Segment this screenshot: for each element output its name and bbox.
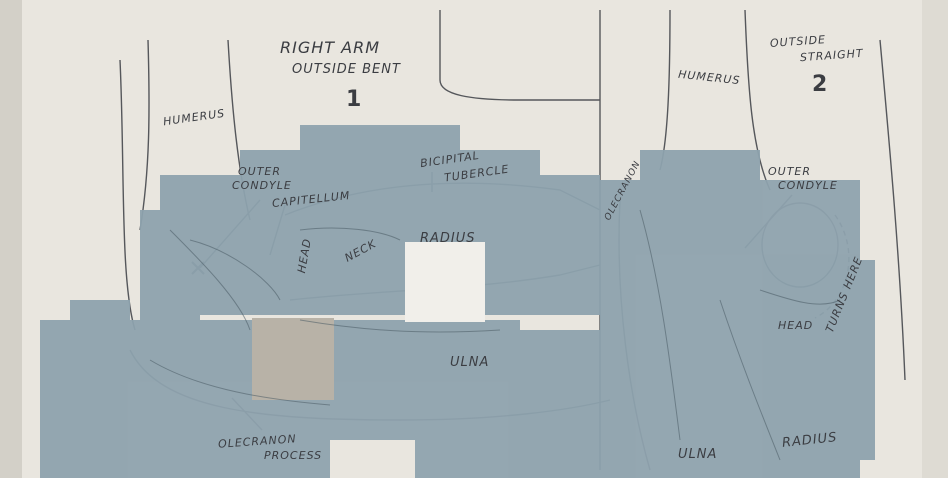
overlay-gap-bottom [330, 440, 415, 478]
page-shadow-left [0, 0, 22, 478]
overlay-block-middle [160, 175, 600, 315]
overlay-gap-white [405, 242, 485, 322]
overlay-gap-tan [252, 318, 334, 400]
overlay-step-5 [640, 150, 760, 190]
label-head-2: HEAD [778, 320, 813, 332]
figure1-title-line2: OUTSIDE BENT [292, 63, 401, 77]
figure2-number: 2 [812, 73, 827, 96]
overlay-step-1 [70, 300, 130, 340]
figure1-number: 1 [346, 88, 361, 111]
label-outer-condyle-1-line1: OUTER [238, 166, 281, 178]
figure1-title-line1: RIGHT ARM [280, 40, 380, 57]
label-outer-condyle-2-line1: OUTER [768, 166, 811, 178]
label-outer-condyle-1-line2: CONDYLE [232, 180, 292, 192]
label-ulna-1: ULNA [450, 356, 489, 370]
label-outer-condyle-2-line2: CONDYLE [778, 180, 838, 192]
page-shadow-right [922, 0, 948, 478]
overlay-notch [40, 360, 70, 390]
label-radius-1: RADIUS [420, 232, 476, 246]
overlay-step-4 [300, 125, 460, 155]
label-ulna-2: ULNA [678, 448, 717, 462]
overlay-step-6 [855, 260, 875, 460]
label-olecranon-process-line2: PROCESS [264, 450, 322, 462]
